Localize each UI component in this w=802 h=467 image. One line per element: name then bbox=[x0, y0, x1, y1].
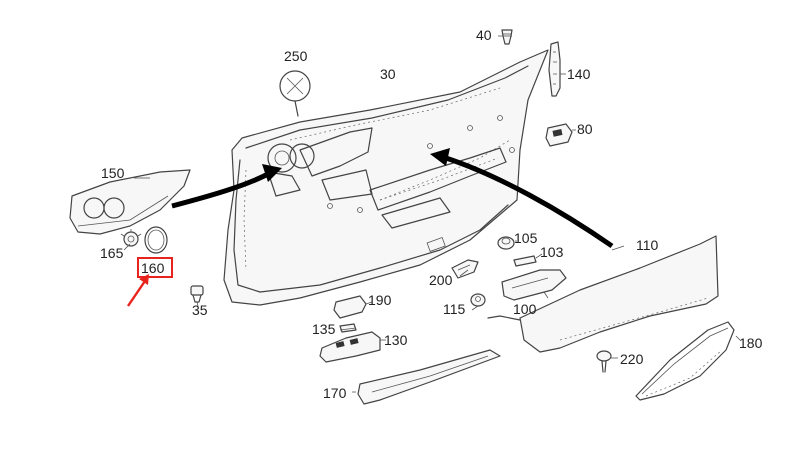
assembly-arrow-right bbox=[430, 148, 614, 249]
leader-lines bbox=[123, 35, 741, 393]
part-103-cap bbox=[513, 255, 537, 267]
label-30: 30 bbox=[380, 66, 396, 82]
red-pointer-arrow bbox=[127, 274, 149, 307]
part-150-speaker-trim bbox=[69, 169, 191, 235]
highlight-box-160 bbox=[137, 257, 173, 278]
part-100-door-handle bbox=[501, 269, 567, 301]
part-40-clip bbox=[501, 29, 513, 45]
label-103: 103 bbox=[540, 244, 564, 260]
part-165-fastener bbox=[120, 229, 142, 247]
part-220-screw bbox=[596, 350, 612, 373]
part-140-trim-strip bbox=[548, 41, 561, 97]
label-140: 140 bbox=[567, 66, 591, 82]
door-inner-panel-30 bbox=[223, 49, 549, 306]
label-170: 170 bbox=[323, 385, 347, 401]
part-80-switch bbox=[545, 123, 573, 147]
label-150: 150 bbox=[101, 165, 125, 181]
part-labels: 250 40 30 140 80 150 165 160 35 110 105 … bbox=[100, 27, 763, 401]
part-115-screw bbox=[470, 293, 486, 307]
part-110-armrest-trim bbox=[487, 235, 719, 353]
label-250: 250 bbox=[284, 48, 308, 64]
label-35: 35 bbox=[192, 302, 208, 318]
part-170-trim-strip bbox=[357, 349, 501, 405]
part-190-switch bbox=[333, 295, 367, 319]
label-220: 220 bbox=[620, 351, 644, 367]
label-135: 135 bbox=[312, 321, 336, 337]
label-160: 160 bbox=[141, 260, 165, 276]
label-190: 190 bbox=[368, 292, 392, 308]
part-105-knob bbox=[497, 236, 515, 250]
part-180-speaker-grille bbox=[635, 321, 735, 401]
label-80: 80 bbox=[577, 121, 593, 137]
label-40: 40 bbox=[476, 27, 492, 43]
label-110: 110 bbox=[636, 237, 659, 253]
label-115: 115 bbox=[443, 301, 466, 317]
part-200-pull-cup bbox=[451, 259, 479, 279]
assembly-arrow-left bbox=[171, 164, 282, 209]
part-250-emblem bbox=[279, 70, 311, 117]
part-160-ring bbox=[144, 226, 168, 254]
part-35-push-clip bbox=[190, 285, 204, 303]
label-100: 100 bbox=[513, 301, 537, 317]
label-105: 105 bbox=[514, 230, 538, 246]
label-180: 180 bbox=[739, 335, 763, 351]
label-130: 130 bbox=[384, 332, 408, 348]
label-200: 200 bbox=[429, 272, 453, 288]
part-130-switch-panel bbox=[319, 331, 381, 363]
label-165: 165 bbox=[100, 245, 124, 261]
